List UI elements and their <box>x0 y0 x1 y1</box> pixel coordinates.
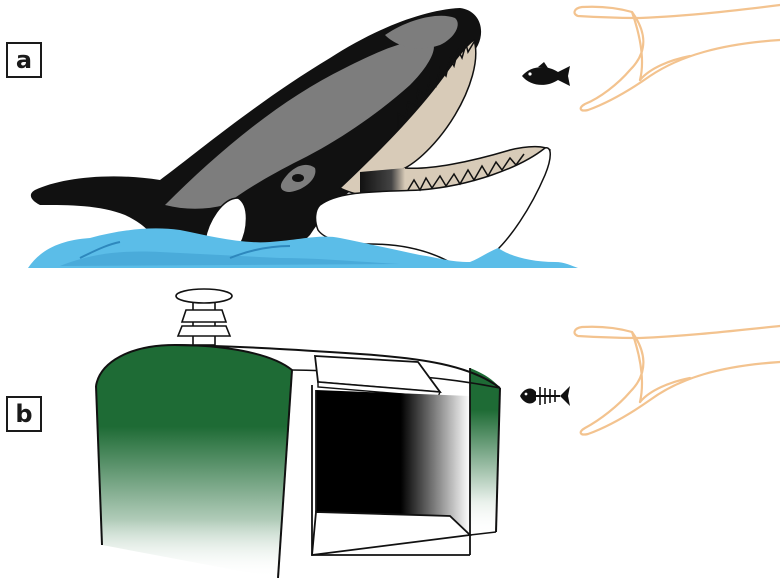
hand-icon <box>575 5 780 111</box>
fish-icon <box>522 62 570 86</box>
vent-pipe <box>176 289 232 345</box>
panel-b-label: b <box>6 396 42 432</box>
fish-skeleton-icon <box>520 386 570 406</box>
panel-a-label: a <box>6 42 42 78</box>
hand-icon <box>575 326 780 435</box>
trash-bin-icon <box>96 289 500 578</box>
orca-icon <box>31 8 550 266</box>
